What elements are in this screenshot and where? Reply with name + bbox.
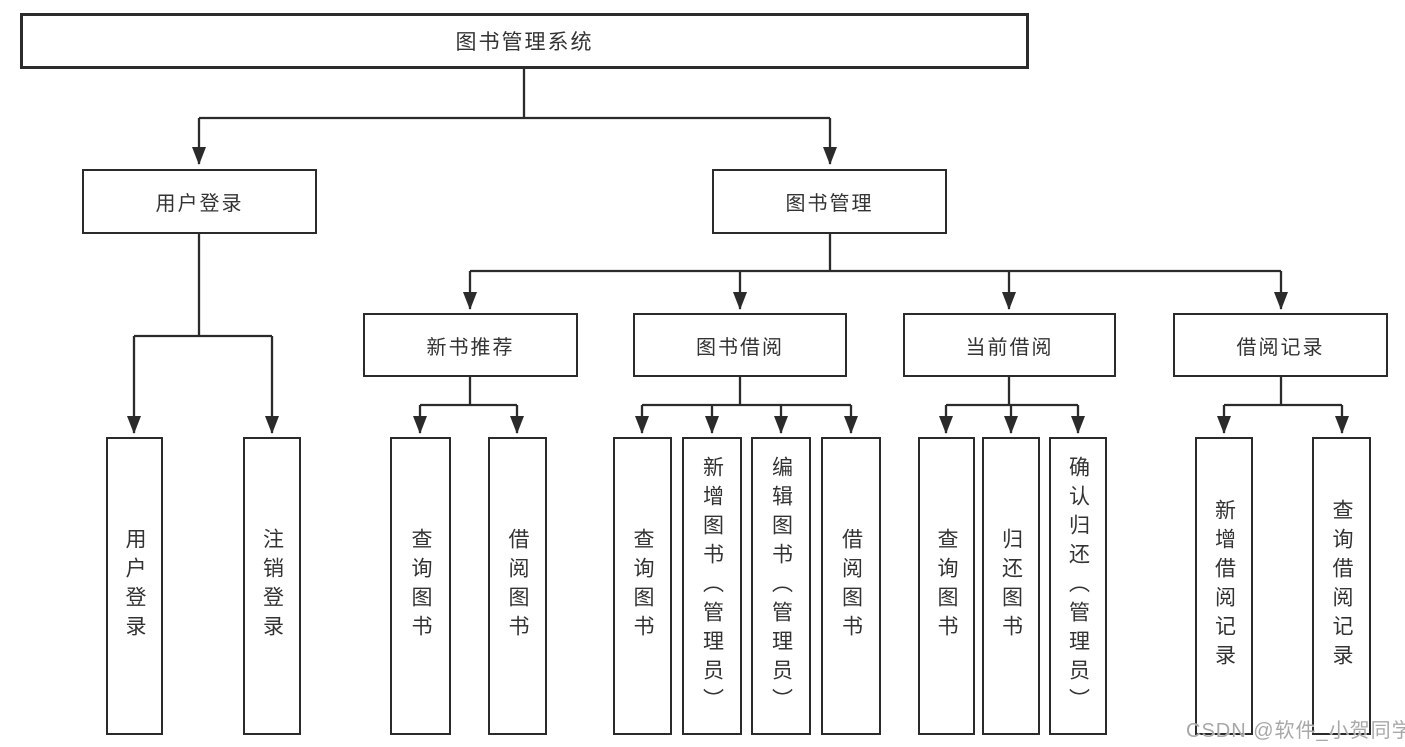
node-new-book-recommend: 新书推荐 bbox=[363, 313, 578, 377]
node-borrow-records: 借阅记录 bbox=[1173, 313, 1388, 377]
leaf-confirm-return-admin: 确认归还（管理员） bbox=[1049, 437, 1107, 735]
node-book-management: 图书管理 bbox=[712, 169, 947, 234]
leaf-borrow-query-book: 查询图书 bbox=[613, 437, 672, 735]
leaf-recommend-query-book: 查询图书 bbox=[390, 437, 451, 735]
leaf-add-borrow-record: 新增借阅记录 bbox=[1195, 437, 1253, 735]
leaf-logout: 注销登录 bbox=[243, 437, 301, 735]
leaf-current-query-book: 查询图书 bbox=[918, 437, 975, 735]
leaf-return-book: 归还图书 bbox=[982, 437, 1040, 735]
node-current-borrow: 当前借阅 bbox=[903, 313, 1116, 377]
leaf-edit-book-admin: 编辑图书（管理员） bbox=[751, 437, 811, 735]
csdn-watermark: CSDN @软件_小贺同学 bbox=[1186, 720, 1405, 742]
leaf-query-borrow-record: 查询借阅记录 bbox=[1312, 437, 1371, 735]
node-user-login: 用户登录 bbox=[82, 169, 317, 234]
leaf-add-book-admin: 新增图书（管理员） bbox=[682, 437, 742, 735]
node-root: 图书管理系统 bbox=[20, 13, 1029, 69]
leaf-borrow-book: 借阅图书 bbox=[821, 437, 881, 735]
leaf-user-login: 用户登录 bbox=[106, 437, 163, 735]
node-book-borrow: 图书借阅 bbox=[633, 313, 847, 377]
leaf-recommend-borrow-book: 借阅图书 bbox=[488, 437, 547, 735]
